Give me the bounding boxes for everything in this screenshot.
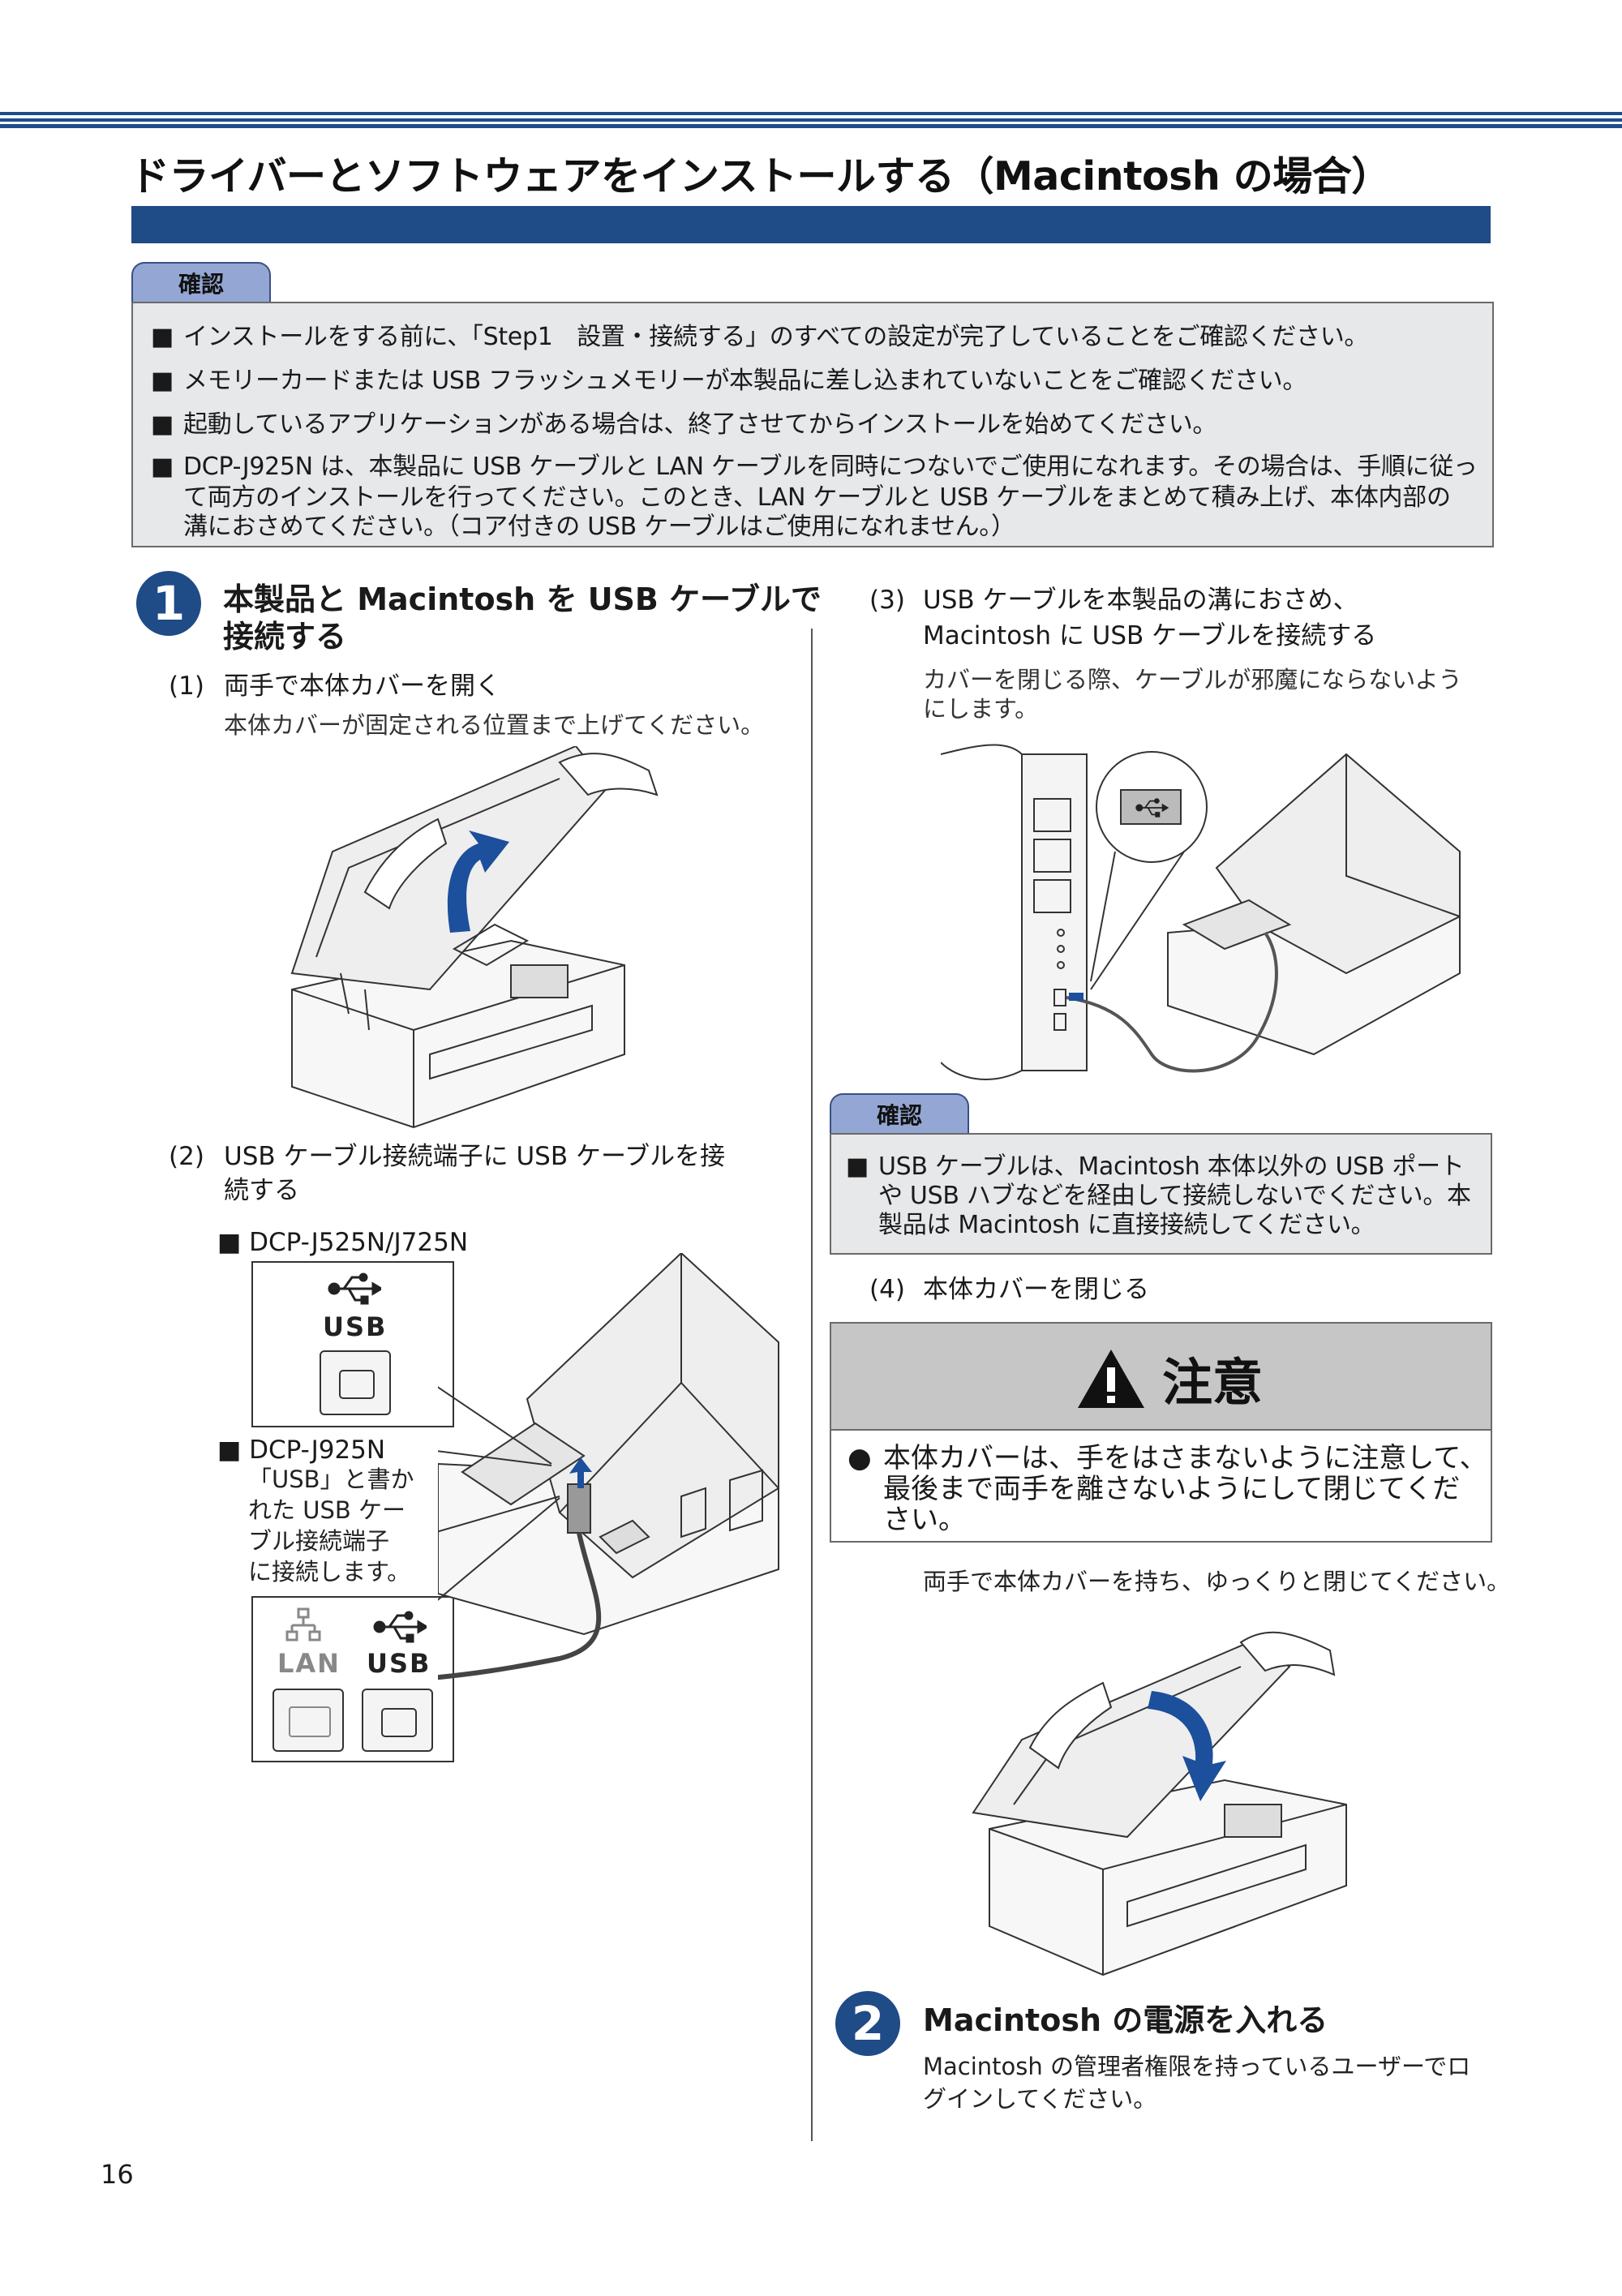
step2-body: Macintosh の管理者権限を持っているユーザーでロ: [923, 2053, 1471, 2080]
model-label: ■ DCP-J925N: [217, 1436, 386, 1465]
port-note: れた USB ケー: [248, 1496, 406, 1524]
caution-text: 最後まで両手を離さないようにして閉じてくだ: [883, 1473, 1461, 1505]
caution-text: ●本体カバーは、手をはさまないように注意して、: [847, 1442, 1487, 1474]
port-note: ブル接続端子: [248, 1527, 390, 1555]
usb-label: USB: [367, 1648, 431, 1679]
substep-title: Macintosh に USB ケーブルを接続する: [923, 621, 1377, 650]
usb-port-icon: [362, 1689, 433, 1752]
header-rule: [0, 112, 1622, 115]
substep-body: 本体カバーが固定される位置まで上げてください。: [224, 711, 765, 739]
confirm-box: ■インストールをする前に、「Step1 設置・接続する」のすべての設定が完了して…: [131, 302, 1494, 547]
usb-port-icon: [320, 1350, 391, 1415]
caution-header: 注意: [831, 1324, 1491, 1431]
note-item: ■DCP-J925N は、本製品に USB ケーブルと LAN ケーブルを同時に…: [151, 453, 1478, 481]
confirm-box: ■USB ケーブルは、Macintosh 本体以外の USB ポート や USB…: [830, 1133, 1492, 1255]
warning-icon: [1078, 1350, 1144, 1408]
substep-title: 両手で本体カバーを開く: [224, 672, 500, 701]
usb-icon: [373, 1611, 427, 1643]
usb-icon: [328, 1272, 381, 1305]
substep-title: 本体カバーを閉じる: [923, 1275, 1149, 1304]
header-rule: [0, 124, 1622, 128]
substep-body: 両手で本体カバーを持ち、ゆっくりと閉じてください。: [923, 1568, 1511, 1595]
note-item-cont: て両方のインストールを行ってください。このとき、LAN ケーブルと USB ケー…: [183, 483, 1451, 512]
step1-heading: 本製品と Macintosh を USB ケーブルで: [223, 582, 822, 617]
caution-box: 注意 ●本体カバーは、手をはさまないように注意して、 最後まで両手を離さないよう…: [830, 1322, 1492, 1543]
lan-icon: [285, 1607, 321, 1642]
note-item-cont: 溝におさめてください。（コア付きの USB ケーブルはご使用になれません。）: [183, 513, 1015, 541]
note-item-cont: 製品は Macintosh に直接接続してください。: [878, 1211, 1375, 1239]
lan-port-icon: [272, 1689, 344, 1752]
mac-connection-illustration: [941, 744, 1461, 1080]
substep-title: USB ケーブルを本製品の溝におさめ、: [923, 586, 1358, 615]
substep-body: にします。: [923, 695, 1039, 723]
open-cover-illustration: [290, 746, 659, 1129]
page-title: ドライバーとソフトウェアをインストールする（Macintosh の場合）: [130, 153, 1391, 200]
column-divider: [811, 629, 813, 2141]
title-band: [131, 206, 1491, 243]
substep-title: 続する: [224, 1176, 299, 1205]
model-label: ■ DCP-J525N/J725N: [217, 1228, 469, 1257]
usb-port-callout: USB: [251, 1261, 454, 1427]
substep-title: USB ケーブル接続端子に USB ケーブルを接: [224, 1142, 726, 1171]
port-note: に接続します。: [248, 1558, 411, 1586]
usb-insertion-illustration: [438, 1253, 779, 1680]
usb-label: USB: [323, 1311, 388, 1342]
note-item: ■メモリーカードまたは USB フラッシュメモリーが本製品に差し込まれていないこ…: [151, 367, 1307, 395]
lan-usb-port-callout: LAN USB: [251, 1596, 454, 1762]
step2-body: グインしてください。: [923, 2085, 1157, 2113]
substep-body: カバーを閉じる際、ケーブルが邪魔にならないよう: [923, 666, 1462, 693]
step-number-2: 2: [835, 1991, 900, 2056]
substep-number: (2): [169, 1142, 204, 1171]
substep-number: (4): [869, 1275, 905, 1304]
substep-number: (1): [169, 672, 204, 701]
confirm-tab: 確認: [830, 1093, 969, 1134]
step1-heading: 接続する: [223, 619, 347, 654]
note-item: ■インストールをする前に、「Step1 設置・接続する」のすべての設定が完了して…: [151, 323, 1369, 351]
lan-label: LAN: [277, 1648, 341, 1679]
page-number: 16: [101, 2159, 134, 2190]
header-rule: [0, 118, 1622, 122]
step-number-1: 1: [136, 571, 201, 636]
substep-number: (3): [869, 586, 905, 615]
note-item: ■起動しているアプリケーションがある場合は、終了させてからインストールを始めてく…: [151, 410, 1217, 439]
port-note: 「USB」と書か: [248, 1466, 414, 1493]
close-cover-illustration: [972, 1631, 1347, 1976]
note-item: ■USB ケーブルは、Macintosh 本体以外の USB ポート: [846, 1152, 1465, 1181]
caution-title: 注意: [1162, 1353, 1264, 1412]
note-item-cont: や USB ハブなどを経由して接続しないでください。本: [878, 1182, 1471, 1210]
confirm-tab: 確認: [131, 262, 271, 303]
caution-text: さい。: [883, 1504, 966, 1536]
step2-heading: Macintosh の電源を入れる: [923, 2002, 1328, 2038]
